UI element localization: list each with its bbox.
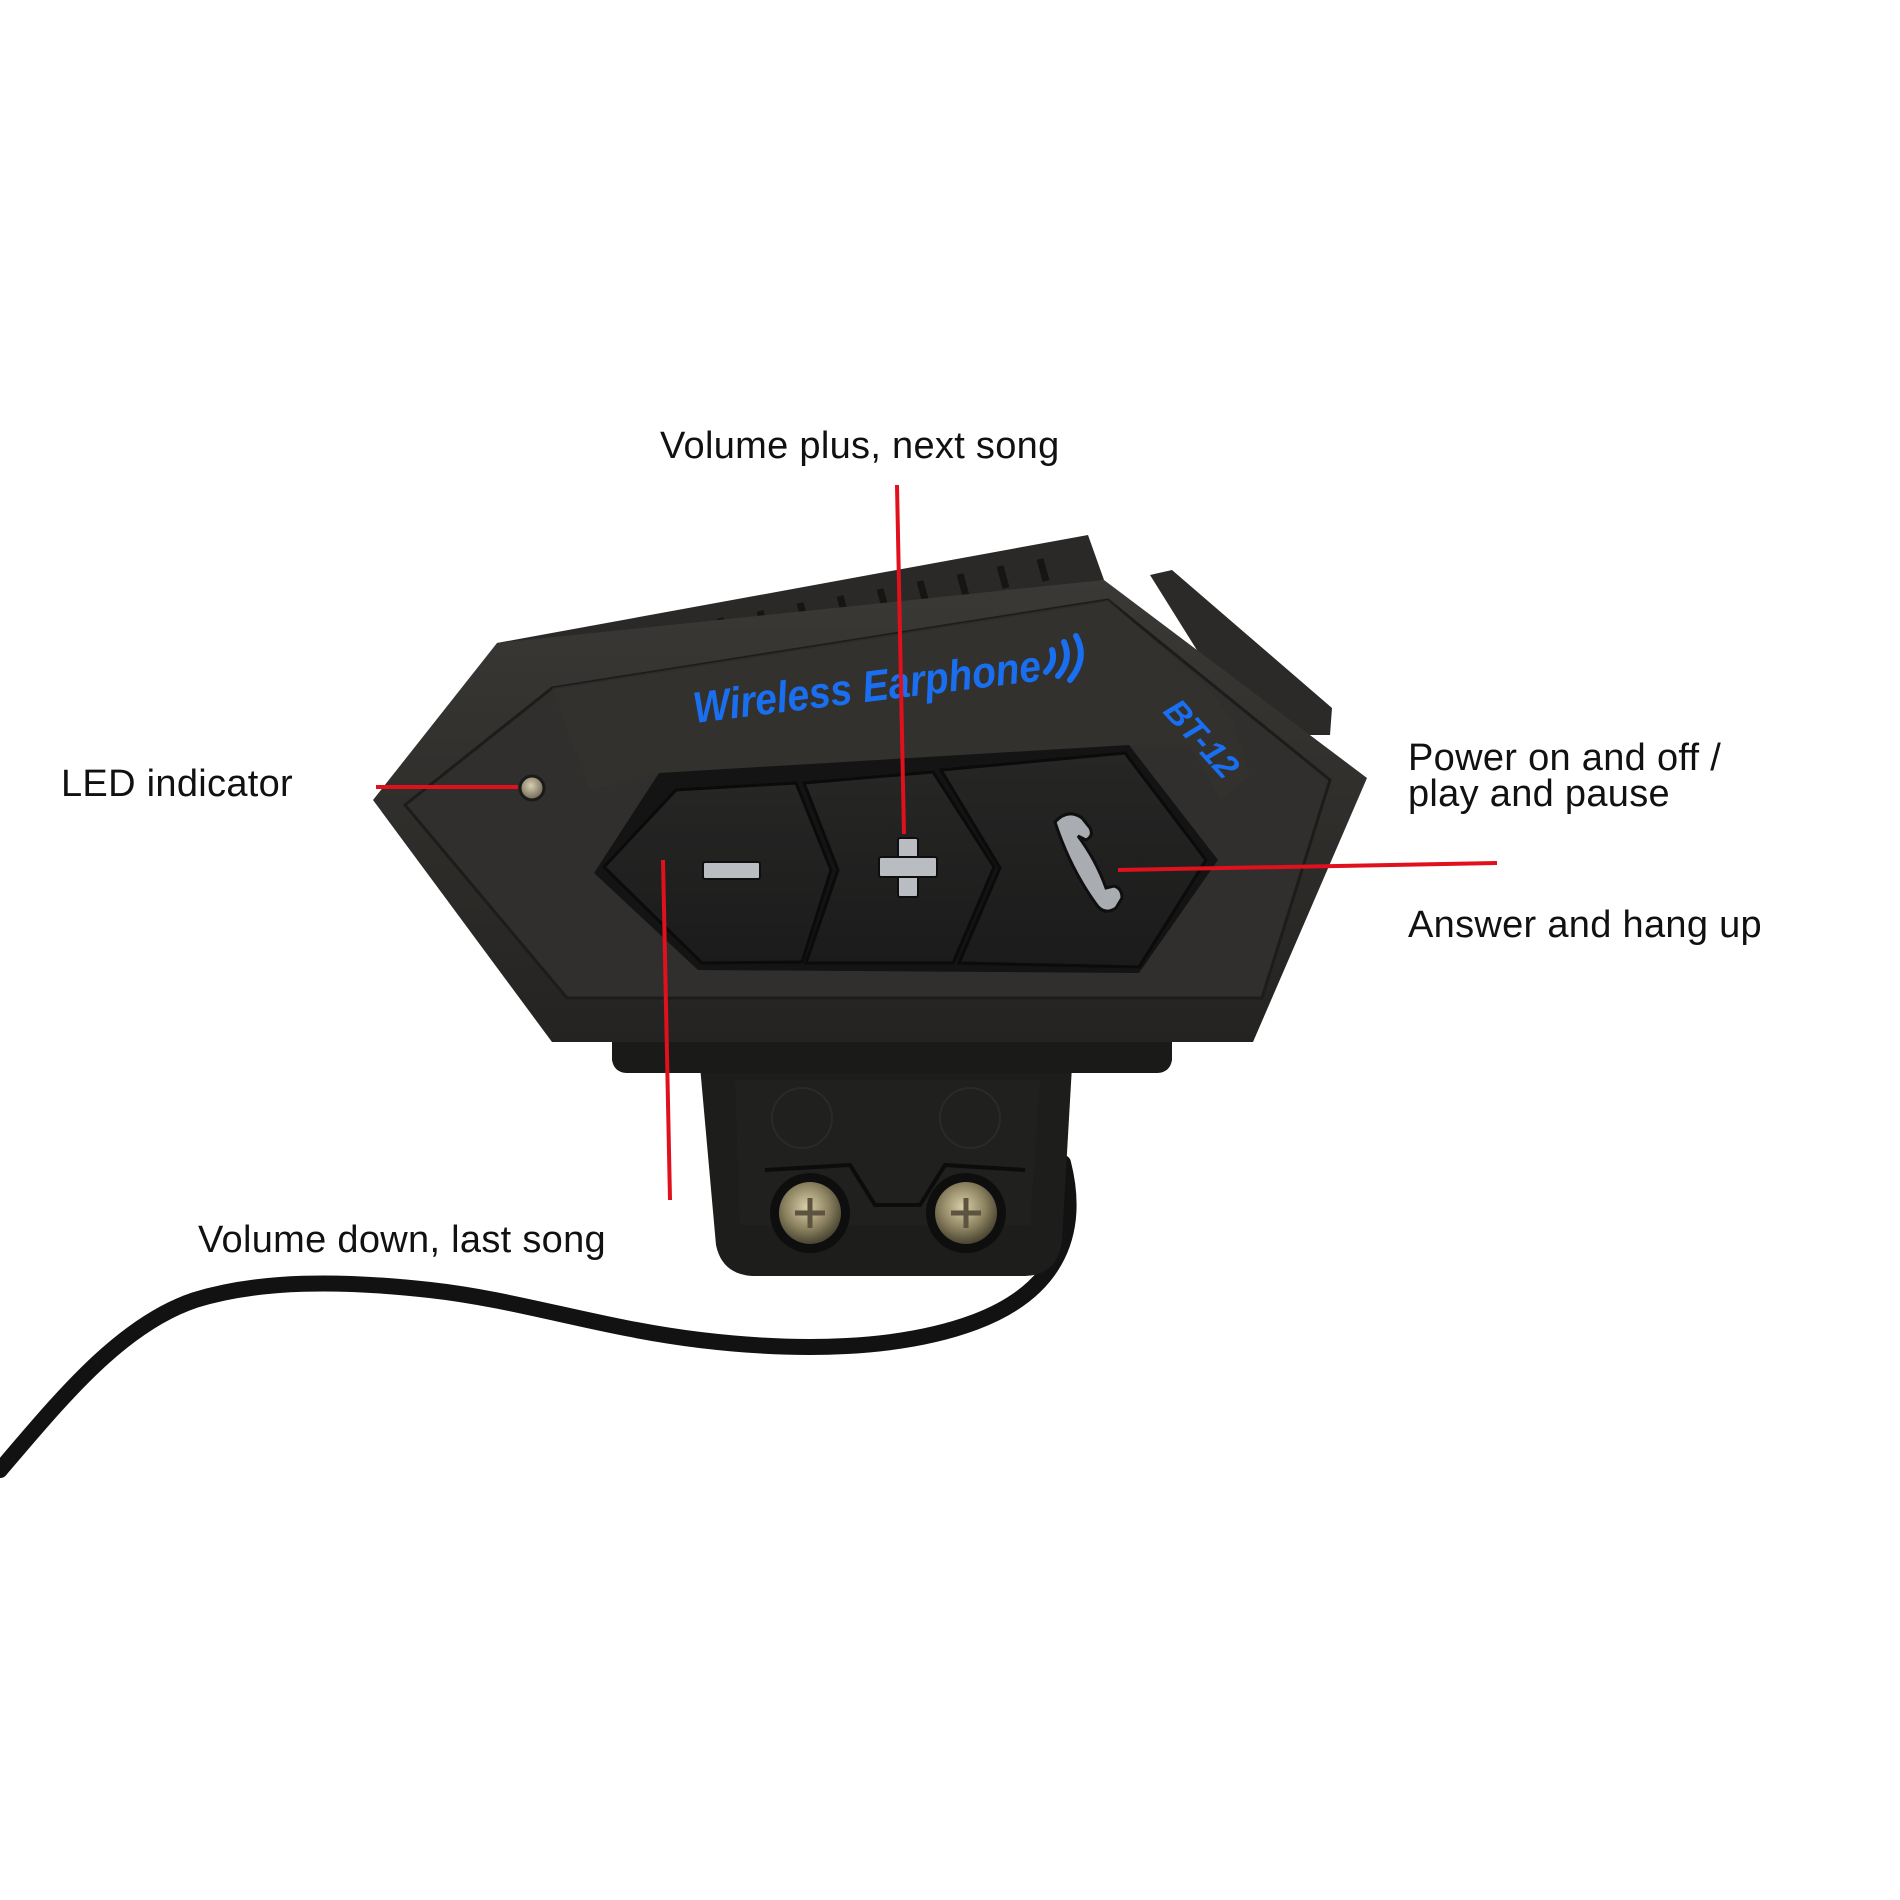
phone-handset-icon [1053, 812, 1124, 913]
plus-icon [878, 837, 938, 898]
label-power-line1: Power on and off / [1408, 737, 1722, 779]
call-button[interactable] [938, 751, 1208, 969]
mount-bracket [700, 1066, 1072, 1276]
label-led-indicator: LED indicator [61, 763, 294, 805]
label-power-line2: play and pause [1408, 773, 1670, 815]
label-answer-hangup: Answer and hang up [1408, 904, 1762, 946]
label-volume-down: Volume down, last song [198, 1219, 606, 1261]
minus-icon [702, 861, 761, 880]
callout-lines [376, 484, 1498, 1201]
label-volume-plus: Volume plus, next song [660, 425, 1060, 467]
cable [0, 1155, 1077, 1478]
rear-block [1150, 570, 1332, 735]
callout-volume-plus [895, 484, 906, 835]
volume-up-button[interactable] [801, 770, 996, 965]
callout-call [1117, 861, 1498, 872]
volume-down-button[interactable] [601, 781, 833, 965]
led-indicator [518, 774, 546, 802]
callout-volume-down [661, 859, 672, 1201]
label-power-play: Power on and off / play and pause [1408, 737, 1722, 815]
wireless-signal-icon [1043, 633, 1084, 683]
